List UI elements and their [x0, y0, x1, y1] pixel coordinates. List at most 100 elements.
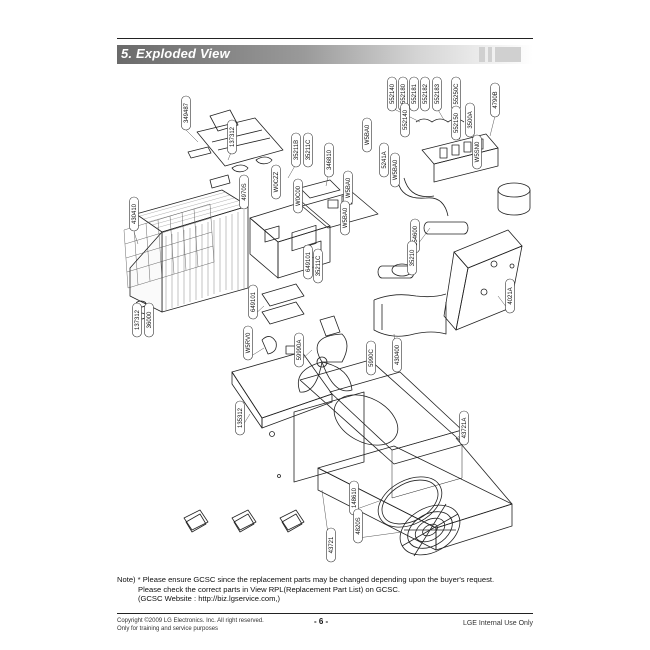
part-number-box	[340, 200, 350, 236]
part-number-text: 3500A	[468, 111, 474, 128]
part-number-box	[243, 325, 253, 361]
top-cover-part	[196, 109, 284, 167]
side-panel-part	[231, 351, 333, 478]
part-number-text: 346810	[327, 149, 333, 170]
part-number-box	[313, 248, 323, 284]
note-line-1: Note) * Please ensure GCSC since the rep…	[117, 575, 495, 584]
part-number-box	[129, 196, 139, 232]
leader-lines	[133, 107, 511, 557]
part-number-text: W5SN0	[475, 141, 481, 162]
page-number: - 6 -	[314, 617, 329, 626]
part-number-box	[362, 117, 372, 153]
part-number-text: 4820S	[356, 517, 362, 534]
part-number-callout: 59990A	[294, 332, 304, 368]
grille-ring-part	[377, 476, 443, 528]
rubber-pad-parts	[183, 509, 305, 533]
part-number-callout: 552183	[432, 76, 442, 112]
part-number-box	[303, 244, 313, 280]
part-number-callout: 552182	[420, 76, 430, 112]
fan-blade-part	[297, 333, 353, 393]
part-number-box	[400, 102, 410, 138]
part-number-box	[248, 284, 258, 320]
part-number-text: 649101	[306, 251, 312, 272]
part-number-callout: W5BA0	[340, 200, 350, 236]
part-number-text: 59990A	[297, 340, 303, 361]
part-number-box	[181, 95, 191, 131]
part-number-callout: 4970S	[239, 174, 249, 210]
part-number-box	[465, 102, 475, 138]
section-header-bar: 5. Exploded View	[117, 45, 533, 64]
part-number-text: 36000	[147, 311, 153, 328]
part-number-text: 35211C	[306, 139, 312, 160]
part-number-text: 137312	[135, 309, 141, 330]
part-number-callout: 5241A	[379, 142, 389, 178]
condenser-coil-part	[123, 189, 249, 320]
part-number-callout: 43721A	[459, 410, 469, 446]
part-number-callout: 552140	[387, 76, 397, 112]
section-title: 5. Exploded View	[121, 46, 230, 61]
part-number-text: W5BA0	[365, 124, 371, 145]
part-number-box	[144, 302, 154, 338]
part-number-callout: 552150	[451, 105, 461, 141]
valve-manifold-part	[397, 118, 499, 217]
part-number-box	[353, 508, 363, 544]
part-number-box	[387, 76, 397, 112]
part-number-text: 552181	[412, 83, 418, 104]
part-number-box	[379, 142, 389, 178]
copyright-text: Copyright ©2009 LG Electronics. Inc. All…	[117, 618, 264, 624]
part-number-callout: 35210	[407, 240, 417, 276]
part-number-box	[472, 134, 482, 170]
part-number-text: 4021A	[508, 287, 514, 304]
part-number-box	[271, 164, 281, 200]
part-number-callout: W5RV0	[243, 325, 253, 361]
part-number-text: 4790B	[493, 91, 499, 108]
part-number-callout: 430400	[392, 337, 402, 373]
part-number-text: 35210	[410, 249, 416, 266]
part-number-text: 5990C	[369, 348, 375, 366]
replacement-note: Note) * Please ensure GCSC since the rep…	[117, 575, 537, 604]
part-number-text: 354600	[413, 225, 419, 246]
part-number-callout: 346810	[324, 142, 334, 178]
part-number-callout: 4790B	[490, 82, 500, 118]
part-number-text: W5BA0	[393, 159, 399, 180]
part-number-callout: 135312	[235, 400, 245, 436]
part-number-box	[432, 76, 442, 112]
partition-panel-part	[373, 293, 447, 337]
fan-guard-part	[399, 503, 461, 557]
part-number-text: 4970S	[242, 183, 248, 200]
part-number-text: 137312	[230, 126, 236, 147]
part-number-text: 349487	[184, 102, 190, 123]
motor-bracket-part	[261, 283, 341, 355]
part-number-text: 5241A	[382, 151, 388, 168]
part-number-text: W0C00	[296, 185, 302, 206]
part-number-callout: 35211C	[303, 132, 313, 168]
part-number-text: 552183	[435, 83, 441, 104]
bracket-parts	[187, 146, 273, 189]
bottom-divider	[117, 613, 533, 614]
part-number-box	[132, 302, 142, 338]
purpose-text: Only for training and service purposes	[117, 626, 219, 632]
part-number-box	[303, 132, 313, 168]
compressor-part	[377, 221, 469, 279]
part-number-box	[291, 132, 301, 168]
part-number-text: 552140	[403, 109, 409, 130]
part-number-callout: W5SN0	[472, 134, 482, 170]
part-number-callout: 552181	[409, 76, 419, 112]
part-number-text: 552150	[454, 112, 460, 133]
part-number-text: W5RV0	[246, 332, 252, 353]
part-number-callout: 552140	[400, 102, 410, 138]
front-cabinet-part	[293, 359, 513, 551]
part-number-callout: 4820S	[353, 508, 363, 544]
part-number-callout: 137312	[227, 119, 237, 155]
part-number-text: W0CZZ	[274, 171, 280, 192]
exploded-view-drawing: 34948713731235211B35211C346810W0CZZ4970S…	[123, 76, 531, 563]
note-line-3: (GCSC Website : http://biz.lgservice.com…	[138, 594, 281, 604]
part-number-box	[420, 76, 430, 112]
part-number-callout: W5BA0	[390, 152, 400, 188]
part-number-callout: 3500A	[465, 102, 475, 138]
part-number-text: 55250C	[454, 83, 460, 105]
part-number-callout: 349487	[181, 95, 191, 131]
part-number-box	[324, 142, 334, 178]
